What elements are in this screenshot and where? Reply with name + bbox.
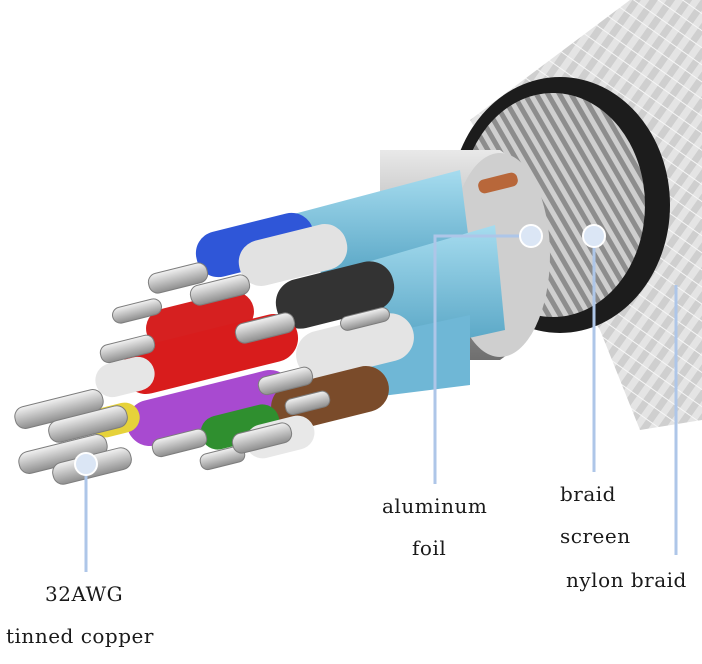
aluminum-foil-label-line1: aluminum bbox=[382, 494, 488, 518]
callout-dot-copper bbox=[74, 452, 98, 476]
callout-lines bbox=[84, 234, 678, 572]
tinned-copper-wires bbox=[14, 262, 390, 485]
aluminum-foil-label-line2: foil bbox=[412, 536, 447, 560]
callout-line-foil bbox=[433, 234, 531, 484]
nylon-braid-label: nylon braid bbox=[566, 568, 687, 592]
callout-dot-foil bbox=[519, 224, 543, 248]
braid-screen-label-line2: screen bbox=[560, 524, 631, 548]
insulated-conductors bbox=[90, 212, 414, 459]
callout-dot-braid-screen bbox=[582, 224, 606, 248]
copper-label-line2: tinned copper bbox=[6, 624, 154, 648]
copper-strands bbox=[478, 172, 518, 194]
braid-screen-label-line1: braid bbox=[560, 482, 616, 506]
callout-dots bbox=[74, 224, 606, 476]
copper-label-line1: 32AWG bbox=[45, 582, 124, 606]
